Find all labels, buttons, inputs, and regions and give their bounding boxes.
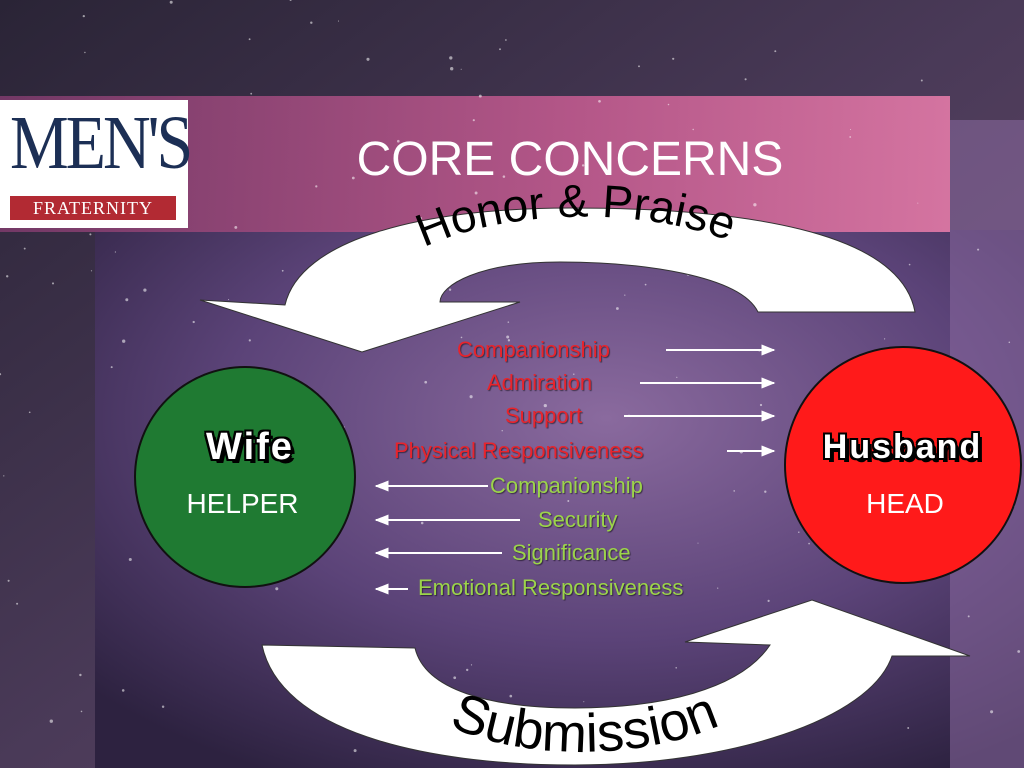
mens-fraternity-logo: MEN'S FRATERNITY bbox=[0, 100, 193, 228]
husband-circle bbox=[784, 346, 1022, 584]
wife-need-security: Security bbox=[538, 507, 618, 532]
wife-need-emotional-responsiveness: Emotional Responsiveness bbox=[418, 575, 684, 600]
husband-need-admiration: Admiration bbox=[487, 370, 593, 395]
wife-circle bbox=[134, 366, 356, 588]
top-curved-arrow bbox=[199, 207, 916, 353]
wife-need-companionship: Companionship bbox=[490, 473, 643, 498]
bottom-curved-arrow bbox=[261, 599, 971, 766]
wife-role: HELPER bbox=[186, 488, 299, 519]
husband-need-support: Support bbox=[505, 403, 583, 428]
wife-label: Wife bbox=[206, 426, 294, 468]
wife-need-significance: Significance bbox=[512, 540, 631, 565]
husband-need-companionship: Companionship bbox=[457, 337, 610, 362]
logo-word: MEN'S bbox=[10, 101, 193, 186]
logo-fraternity-label: FRATERNITY bbox=[10, 196, 176, 220]
husband-role: HEAD bbox=[866, 488, 944, 519]
husband-need-physical-responsiveness: Physical Responsiveness bbox=[394, 438, 644, 463]
slide-title: CORE CONCERNS bbox=[356, 133, 784, 186]
husband-label: Husband bbox=[822, 428, 983, 466]
